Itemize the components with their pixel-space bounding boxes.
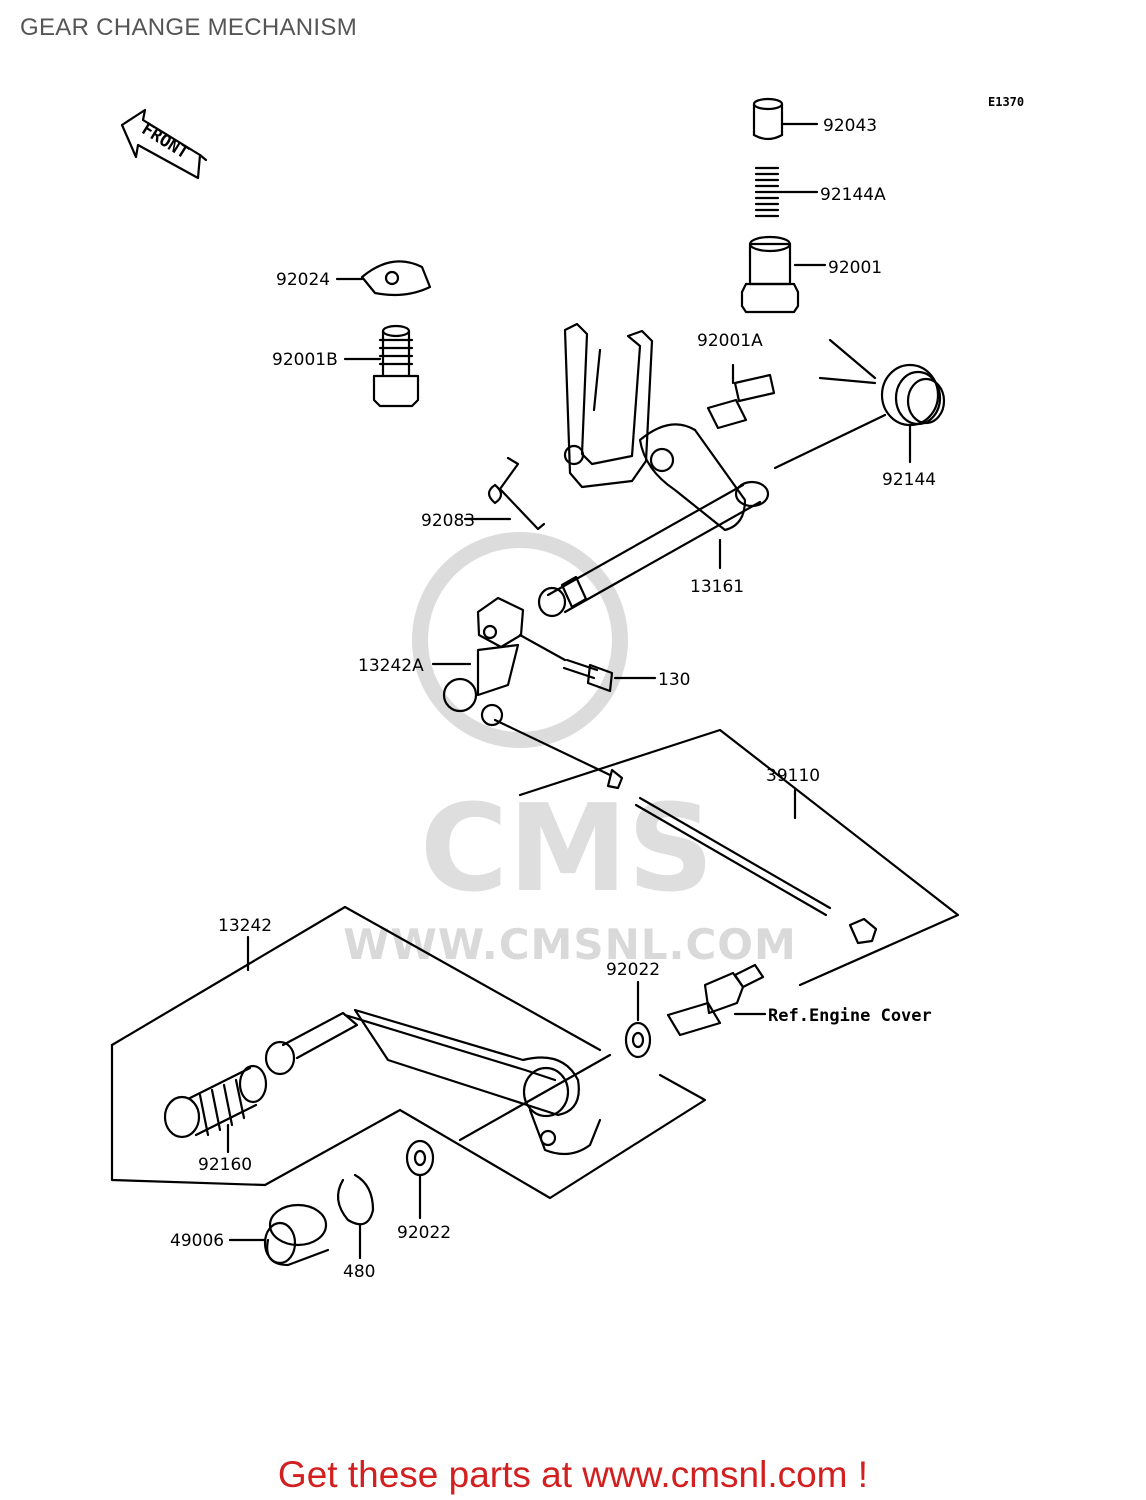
circlip-480 (336, 1173, 375, 1260)
label-49006: 49006 (170, 1231, 224, 1251)
label-92144a: 92144A (820, 185, 886, 205)
washer-92022-b (405, 1053, 612, 1220)
label-130: 130 (658, 670, 690, 690)
spring-92083 (463, 456, 546, 531)
watermark-url: WWW.CMSNL.COM (343, 920, 797, 969)
spring-92144 (773, 338, 946, 470)
parts-diagram: FRONT (110, 97, 960, 1282)
label-92083: 92083 (421, 511, 475, 531)
label-13242: 13242 (218, 916, 272, 936)
diagram-code: E1370 (988, 95, 1025, 109)
stud-92001a (706, 363, 776, 430)
watermark-logo: CMS (420, 780, 714, 919)
label-92160: 92160 (198, 1155, 252, 1175)
label-92043: 92043 (823, 116, 877, 136)
label-ref-engine-cover: Ref.Engine Cover (768, 1006, 932, 1026)
label-92022-bottom: 92022 (397, 1223, 451, 1243)
washer-92024 (335, 260, 432, 297)
label-92001: 92001 (828, 258, 882, 278)
watermark-ring (412, 532, 628, 748)
cap-49006 (228, 1203, 330, 1267)
label-13161: 13161 (690, 577, 744, 597)
shaft-13161 (537, 480, 770, 618)
pin-92043 (752, 97, 819, 141)
label-92001b: 92001B (272, 350, 338, 370)
footer-link[interactable]: Get these parts at www.cmsnl.com ! (277, 1454, 869, 1495)
label-92144: 92144 (882, 470, 936, 490)
front-arrow-icon: FRONT (120, 108, 208, 180)
page-title: GEAR CHANGE MECHANISM (20, 14, 358, 41)
lever-13242 (110, 905, 707, 1200)
spring-92144a (754, 166, 819, 218)
rubber-92160 (163, 1064, 268, 1154)
label-13242a: 13242A (358, 656, 424, 676)
plug-92001 (740, 235, 827, 314)
label-39110: 39110 (766, 766, 820, 786)
washer-92022-a (624, 980, 652, 1059)
label-92001a: 92001A (697, 331, 763, 351)
label-480: 480 (343, 1262, 375, 1282)
label-92022-top: 92022 (606, 960, 660, 980)
bolt-130 (518, 633, 657, 693)
stud-engine-cover (666, 963, 767, 1037)
label-92024: 92024 (276, 270, 330, 290)
rod-39110 (493, 718, 960, 987)
shift-plate (563, 322, 747, 532)
bolt-92001b (343, 324, 420, 408)
